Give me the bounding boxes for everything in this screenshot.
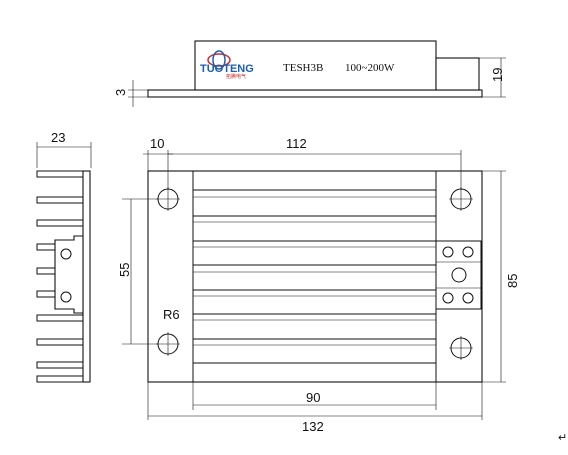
svg-text:85: 85 xyxy=(505,274,520,288)
dim-height: 19 xyxy=(479,57,506,98)
svg-text:23: 23 xyxy=(51,130,65,145)
svg-text:132: 132 xyxy=(302,419,324,434)
top-view: TUOTENG 拓腾电气 TESH3B 100~200W 3 19 xyxy=(113,40,506,107)
front-body xyxy=(147,170,483,383)
model-label: TESH3B xyxy=(283,62,323,74)
dim-mount-spacing: 112 xyxy=(168,136,462,190)
logo-subtext: 拓腾电气 xyxy=(226,73,246,80)
terminal-block xyxy=(435,57,480,91)
side-back-plate xyxy=(82,170,91,383)
svg-text:10: 10 xyxy=(150,136,164,151)
dim-fin-width: 90 xyxy=(192,382,437,410)
svg-text:19: 19 xyxy=(490,68,505,82)
dim-plate-thickness: 3 xyxy=(113,80,148,107)
terminal-face xyxy=(435,240,482,310)
dim-total-height: 85 xyxy=(482,170,520,383)
dim-side-width: 23 xyxy=(36,130,92,168)
dim-radius: R6 xyxy=(163,307,180,322)
side-fins xyxy=(36,170,84,383)
base-plate xyxy=(147,89,483,98)
svg-text:55: 55 xyxy=(117,263,132,277)
logo-text: TUOTENG xyxy=(200,63,254,75)
side-view: 23 xyxy=(36,130,92,383)
front-view: 10 112 55 R6 85 90 xyxy=(117,136,520,434)
return-mark: ↵ xyxy=(558,432,567,444)
side-bracket xyxy=(54,235,84,314)
svg-text:112: 112 xyxy=(286,136,307,151)
housing-box xyxy=(194,40,437,91)
mount-hole-bottom-left xyxy=(156,332,180,356)
dim-mount-offset: 10 xyxy=(143,136,173,190)
mount-hole-bottom-right xyxy=(449,336,473,360)
brand-logo: TUOTENG 拓腾电气 xyxy=(200,50,254,80)
svg-text:3: 3 xyxy=(113,89,128,96)
svg-text:90: 90 xyxy=(306,390,320,405)
dim-hole-vertical: 55 xyxy=(117,198,158,345)
power-label: 100~200W xyxy=(345,62,395,74)
dim-total-width: 132 xyxy=(147,382,483,434)
front-fins xyxy=(193,189,436,364)
